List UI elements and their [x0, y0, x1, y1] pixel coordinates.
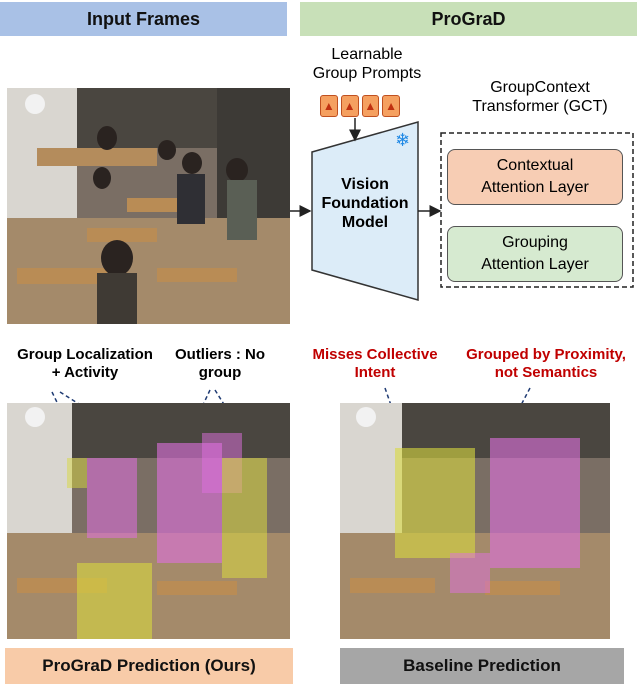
outliers-label: Outliers : No group [160, 346, 280, 382]
gct-title: GroupContext Transformer (GCT) [450, 78, 630, 116]
input-frames-header: Input Frames [0, 2, 287, 36]
prograd-prediction-footer: ProGraD Prediction (Ours) [5, 648, 293, 684]
baseline-prediction-image [340, 403, 610, 639]
flame-icon: ▲ [340, 95, 359, 117]
misses-intent-label: Misses Collective Intent [300, 346, 450, 382]
contextual-line1: Contextual [496, 157, 574, 175]
vfm-label: Vision Foundation Model [312, 175, 418, 233]
contextual-line2: Attention Layer [481, 179, 589, 196]
flame-icon: ▲ [361, 95, 380, 117]
proximity-label: Grouped by Proximity, not Semantics [452, 346, 640, 382]
grouping-line2: Attention Layer [481, 256, 589, 273]
misses-line2: Intent [354, 364, 396, 381]
outliers-line2: group [198, 364, 242, 381]
flame-icon: ▲ [320, 95, 338, 117]
contextual-attention-box: Contextual Attention Layer [447, 149, 623, 205]
outliers-line1: Outliers : No [174, 346, 265, 363]
prograd-header: ProGraD [300, 2, 637, 36]
vfm-line1: Vision [341, 176, 389, 193]
proximity-line2: not Semantics [494, 364, 598, 381]
vfm-line2: Foundation [321, 195, 409, 213]
gct-title-line2: Transformer (GCT) [472, 98, 608, 116]
snowflake-icon: ❄ [395, 130, 411, 150]
grouping-line1: Grouping [502, 234, 568, 252]
group-localization-label: Group Localization + Activity [0, 346, 170, 382]
vfm-line3: Model [341, 214, 389, 232]
misses-line1: Misses Collective [312, 346, 438, 363]
prompt-tokens: ▲ ▲ ▲ ▲ [320, 95, 400, 117]
grouping-attention-box: Grouping Attention Layer [447, 226, 623, 282]
learnable-prompts-line1: Learnable [331, 46, 403, 63]
prograd-prediction-image [7, 403, 290, 639]
flame-icon: ▲ [382, 95, 400, 117]
group-loc-line1: Group Localization [17, 346, 153, 363]
group-loc-line2: + Activity [51, 364, 119, 381]
gct-title-line1: GroupContext [490, 79, 590, 96]
proximity-line1: Grouped by Proximity, [466, 346, 626, 363]
input-frame-image [7, 88, 290, 324]
baseline-prediction-footer: Baseline Prediction [340, 648, 624, 684]
learnable-prompts-line2: Group Prompts [312, 65, 422, 83]
learnable-prompts-label: Learnable Group Prompts [292, 45, 442, 83]
